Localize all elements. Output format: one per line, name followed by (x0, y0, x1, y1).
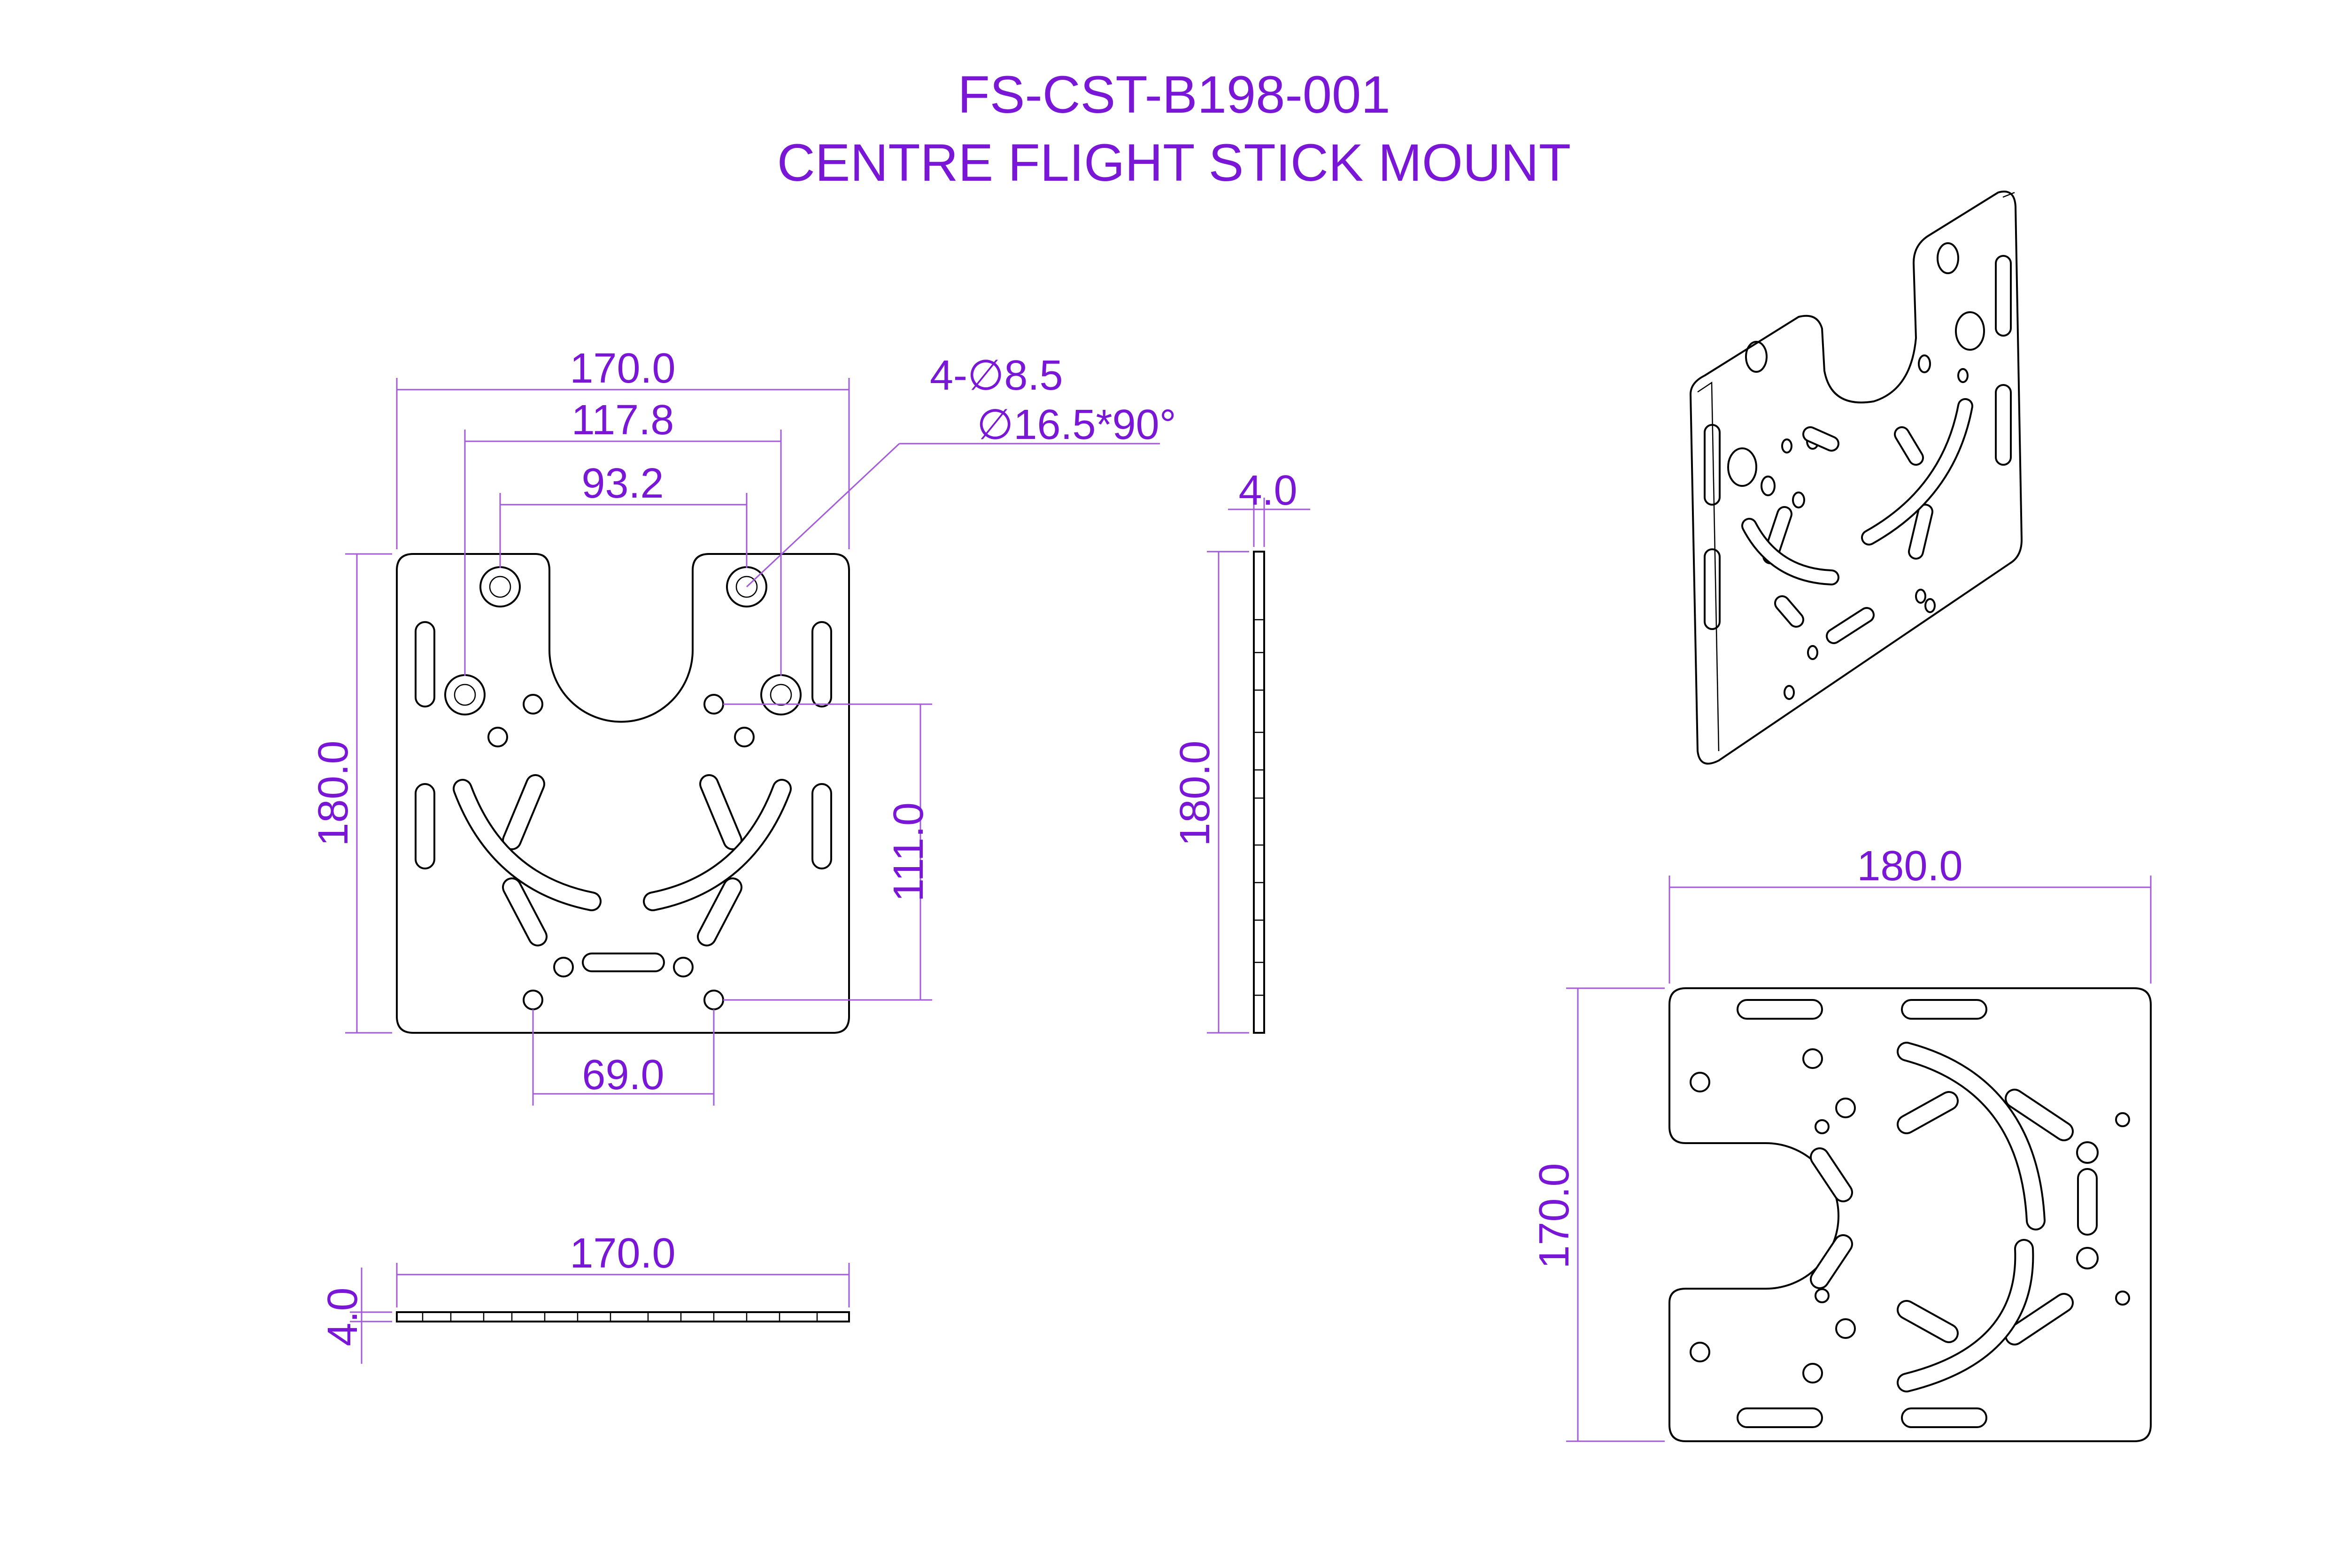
side-view: 4.0 180.0 (1172, 467, 1310, 1034)
bottom-thickness-dimension: 4.0 (319, 1287, 366, 1346)
front-view-outline (396, 553, 850, 1034)
rotated-width-dimension: 180.0 (1857, 843, 1962, 890)
bottom-hole-spacing-dimension: 69.0 (582, 1052, 664, 1099)
countersink-callout: ∅16.5*90° (977, 401, 1176, 448)
bottom-width-dimension: 170.0 (570, 1230, 675, 1277)
isometric-outline (1689, 191, 2023, 765)
side-view-dimensions (1207, 498, 1310, 1034)
arc-slots (453, 779, 792, 911)
front-view-dimensions (345, 378, 1160, 1106)
hole-count-callout: 4-∅8.5 (930, 352, 1063, 399)
isometric-slots (1704, 255, 2012, 644)
bottom-view-dimensions (350, 1263, 850, 1364)
bottom-view: 170.0 4.0 (319, 1230, 850, 1364)
side-height-dimension: 180.0 (1172, 740, 1219, 846)
inner-hole-spacing-dimension: 93.2 (581, 460, 664, 507)
thickness-dimension: 4.0 (1238, 467, 1297, 514)
side-view-outline (1253, 551, 1265, 1034)
height-dimension: 180.0 (310, 740, 357, 846)
bottom-view-outline (396, 1311, 850, 1322)
part-number: FS-CST-B198-001 (958, 65, 1390, 124)
outer-hole-spacing-dimension: 117.8 (572, 397, 674, 444)
width-dimension: 170.0 (570, 345, 675, 392)
angled-slots (502, 694, 742, 972)
rotated-view-dimensions (1566, 876, 2152, 1442)
rotated-height-dimension: 170.0 (1531, 1163, 1578, 1268)
front-view: 170.0 117.8 93.2 4-∅8.5 ∅16.5*90° 180.0 … (310, 345, 1176, 1106)
countersunk-holes (444, 566, 802, 715)
rotated-view: 180.0 170.0 (1531, 843, 2152, 1442)
hole-pattern-height-dimension: 111.0 (885, 802, 932, 902)
side-slots (415, 621, 832, 869)
isometric-view (1689, 191, 2023, 765)
part-name: CENTRE FLIGHT STICK MOUNT (777, 133, 1571, 192)
